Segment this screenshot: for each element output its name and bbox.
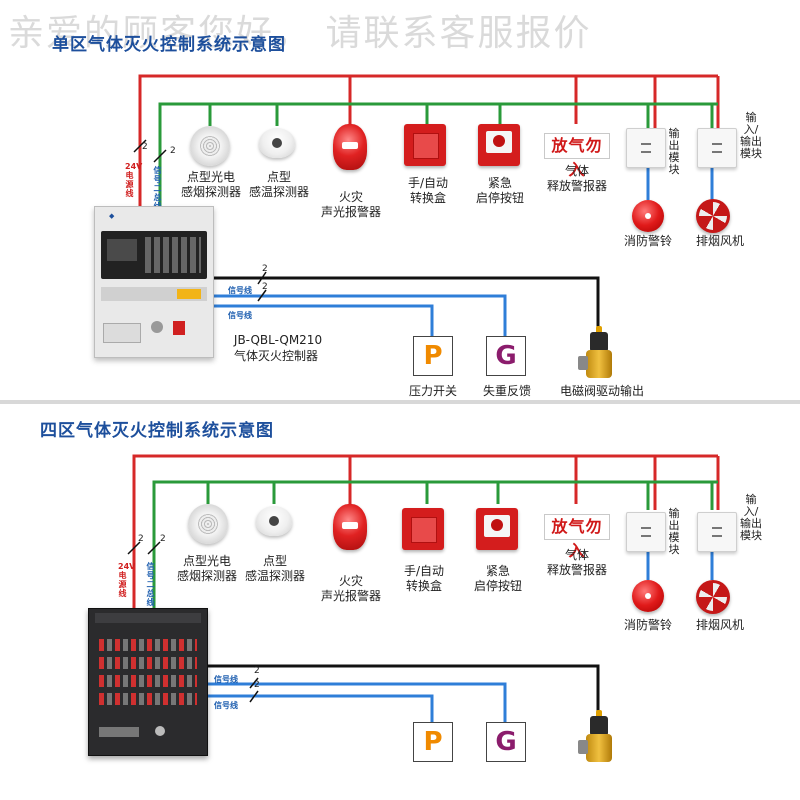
exhaust-fan-icon (696, 199, 730, 233)
signal-wire-count-1: 2 (262, 264, 268, 274)
emergency-button-icon (478, 124, 520, 166)
exhaust-fan-label: 排烟风机 (695, 234, 744, 248)
output-module-icon (626, 128, 666, 168)
signal-wire-label-1: 信号线 (228, 286, 252, 295)
signal-line-to-g (212, 294, 507, 336)
controller-nameplate (99, 727, 139, 737)
heat-detector-label: 点型 感温探测器 (248, 170, 309, 199)
fire-bell-icon (632, 580, 664, 612)
smoke-detector-label: 点型光电 感烟探测器 (180, 170, 241, 199)
weight-loss-feedback-icon: G (486, 336, 526, 376)
key-switch-icon (151, 321, 163, 333)
pressure-switch-label: 压力开关 (408, 384, 457, 398)
signal-line-to-p (206, 694, 434, 722)
switchbox-label: 手/自动 转换盒 (407, 176, 449, 205)
signal-wire-label-2: 信号线 (214, 701, 238, 710)
signal-line-to-p (212, 304, 434, 336)
bus-wire-count: 2 (160, 534, 166, 544)
heat-detector-label: 点型 感温探测器 (244, 554, 305, 583)
strobe-alarm-label: 火灾 声光报警器 (320, 574, 381, 603)
heat-detector-icon (259, 128, 295, 158)
weight-loss-feedback-icon: G (486, 722, 526, 762)
fire-bell-label: 消防警铃 (623, 618, 672, 632)
heat-detector-icon (256, 506, 292, 536)
controller-indicator (177, 289, 201, 299)
page-title: 四区气体灭火控制系统示意图 (40, 421, 274, 441)
switchbox-icon (402, 508, 444, 550)
controller-model: JB-QBL-QM210 (233, 333, 323, 347)
switchbox-label: 手/自动 转换盒 (403, 564, 445, 593)
power-wire-count: 2 (138, 534, 144, 544)
emergency-button-icon (476, 508, 518, 550)
output-module-label: 输出模块 (668, 507, 680, 556)
emergency-button-label: 紧急 启停按钮 (473, 564, 522, 593)
bus-wire-label: 信号二总线 (153, 166, 162, 211)
signal-wire-label-2: 信号线 (228, 311, 252, 320)
wiring-top (133, 74, 720, 336)
fire-bell-label: 消防警铃 (623, 234, 672, 248)
controller-single-zone: ◆ (94, 206, 214, 358)
strobe-alarm-icon (333, 124, 367, 170)
strobe-alarm-label: 火灾 声光报警器 (320, 190, 381, 219)
switchbox-icon (404, 124, 446, 166)
zone-row-2 (99, 657, 197, 669)
page-title: 单区气体灭火控制系统示意图 (52, 35, 286, 55)
controller-key-icon (155, 726, 165, 736)
gas-release-sign: 放气勿入 (544, 133, 610, 179)
gas-release-sign: 放气勿入 (544, 514, 610, 560)
bus-wire-label: 信号二总线 (146, 562, 155, 607)
controller-printer (103, 323, 141, 343)
smoke-detector-icon (188, 504, 228, 544)
io-module-icon (697, 512, 737, 552)
signal-line-to-g (206, 682, 507, 722)
controller-name: 气体灭火控制器 (233, 349, 318, 363)
exhaust-fan-icon (696, 580, 730, 614)
zone-row-4 (99, 693, 197, 705)
strobe-alarm-icon (333, 504, 367, 550)
pressure-switch-icon: P (413, 336, 453, 376)
power-bus-line (132, 454, 718, 608)
signal-bus-line (158, 102, 718, 206)
exhaust-fan-label: 排烟风机 (695, 618, 744, 632)
zone-row-1 (99, 639, 197, 651)
gas-alarm-label: 气体 释放警报器 (546, 164, 607, 193)
single-zone-panel: 亲爱的顾客您好， 请联系客服报价 单区气体灭火控制系统示意图 24V电源线 信号… (8, 13, 762, 398)
output-module-label: 输出模块 (668, 127, 680, 176)
zone-row-3 (99, 675, 197, 687)
four-zone-panel: 四区气体灭火控制系统示意图 24V电源线 信号二总线 2 2 信号线 信号线 2… (0, 404, 800, 800)
solenoid-valve-icon (578, 710, 618, 768)
signal-bus-line (152, 480, 718, 608)
controller-screen (101, 231, 207, 279)
power-wire-label: 24V电源线 (125, 162, 143, 198)
controller-logo: ◆ (109, 212, 115, 220)
smoke-detector-label: 点型光电 感烟探测器 (176, 554, 237, 583)
controller-four-zone (88, 608, 208, 756)
weight-loss-feedback-label: 失重反馈 (482, 384, 531, 398)
fire-bell-icon (632, 200, 664, 232)
gas-alarm-label: 气体 释放警报器 (546, 548, 607, 577)
signal-wire-count-2: 2 (254, 680, 260, 690)
signal-wire-label-1: 信号线 (214, 675, 238, 684)
controller-header (95, 613, 201, 623)
io-module-label: 输入/输出模块 (740, 493, 762, 542)
panel-divider (0, 400, 800, 404)
controller-warning-label (173, 321, 185, 335)
solenoid-output-line (206, 664, 600, 722)
solenoid-output-label: 电磁阀驱动输出 (559, 384, 644, 398)
signal-wire-count-1: 2 (254, 666, 260, 676)
bus-wire-count: 2 (170, 146, 176, 156)
solenoid-output-line (212, 276, 600, 334)
power-wire-label: 24V电源线 (118, 562, 136, 598)
wiring-bottom (127, 454, 720, 722)
io-module-icon (697, 128, 737, 168)
signal-wire-count-2: 2 (262, 282, 268, 292)
smoke-detector-icon (190, 126, 230, 166)
power-bus-line (138, 74, 718, 206)
power-wire-count: 2 (142, 142, 148, 152)
pressure-switch-icon: P (413, 722, 453, 762)
emergency-button-label: 紧急 启停按钮 (475, 176, 524, 205)
output-module-icon (626, 512, 666, 552)
solenoid-valve-icon (578, 326, 618, 384)
io-module-label: 输入/输出模块 (740, 111, 762, 160)
